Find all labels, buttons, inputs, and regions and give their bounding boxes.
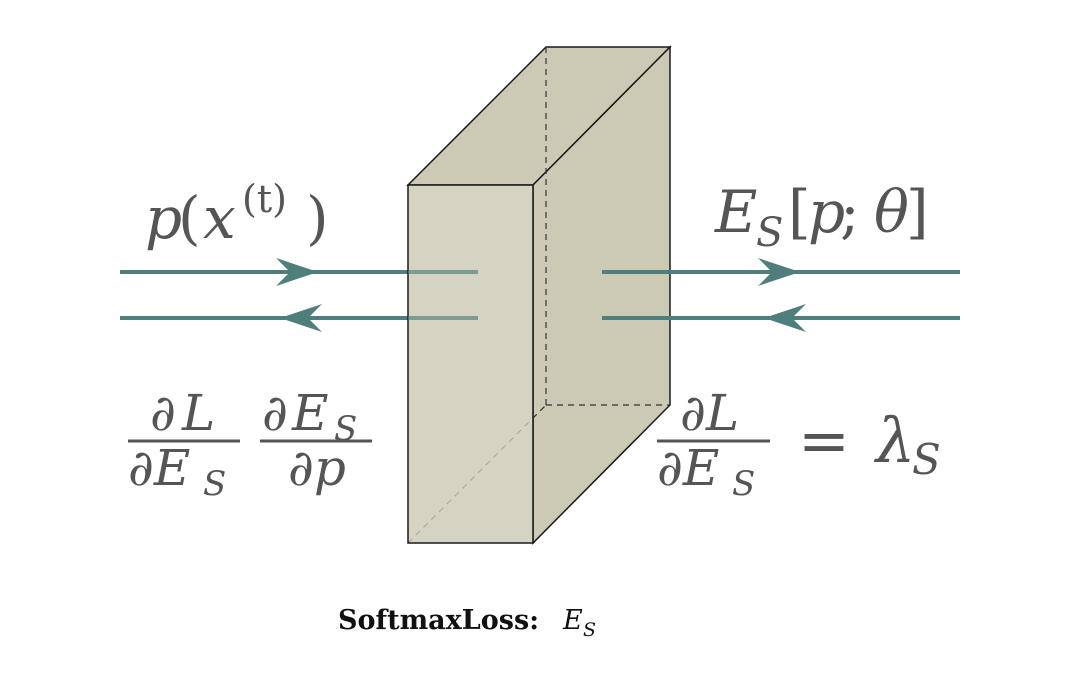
forward-arrowhead-right [758,258,800,286]
right-lambda-subscript: S [912,435,941,484]
right-frac-num: ∂L [680,384,739,442]
left-frac1-den: ∂E [128,439,190,497]
left-frac2-num-partial: ∂ [262,384,288,442]
input-label: p ( x (t) ) [145,177,329,252]
output-label-theta: θ [874,178,909,246]
caption-symbol: E [562,605,583,636]
left-frac2-num-E: E [291,384,329,442]
output-label-subscript: S [756,210,783,256]
right-frac-den: ∂E [657,439,719,497]
output-label-p: p [808,178,845,246]
right-frac-den-subscript: S [732,464,755,504]
input-label-open-paren: ( [178,184,201,252]
left-frac2-num-subscript: S [334,409,357,449]
input-label-close-paren: ) [306,184,329,252]
output-label-close-bracket: ] [906,178,929,246]
left-frac1-num-L: L [181,384,215,442]
input-label-p: p [145,184,182,252]
caption: SoftmaxLoss: E S [338,605,596,641]
backward-arrowhead-left [280,304,322,332]
caption-subscript: S [583,619,596,641]
layer-box [406,45,672,545]
left-frac1-num-partial: ∂ [150,384,176,442]
right-gradient: ∂L ∂E S = λ S [657,384,941,504]
caption-name: SoftmaxLoss: [338,605,539,636]
output-label-semicolon: ; [840,178,860,246]
right-lambda: λ [873,404,915,477]
forward-arrowhead-left [276,258,318,286]
input-label-x: x [203,184,236,252]
left-frac2-den: ∂p [288,439,346,497]
input-label-superscript: (t) [242,177,287,221]
right-equals: = [798,404,850,477]
output-label: E S [ p ; θ ] [714,178,929,256]
backward-arrowhead-right [764,304,806,332]
output-label-open-bracket: [ [788,178,811,246]
left-frac1-den-subscript: S [203,464,226,504]
box-front-face [407,184,534,544]
output-label-E: E [714,178,757,246]
left-gradient: ∂ L ∂E S ∂ E S ∂p [128,384,372,504]
